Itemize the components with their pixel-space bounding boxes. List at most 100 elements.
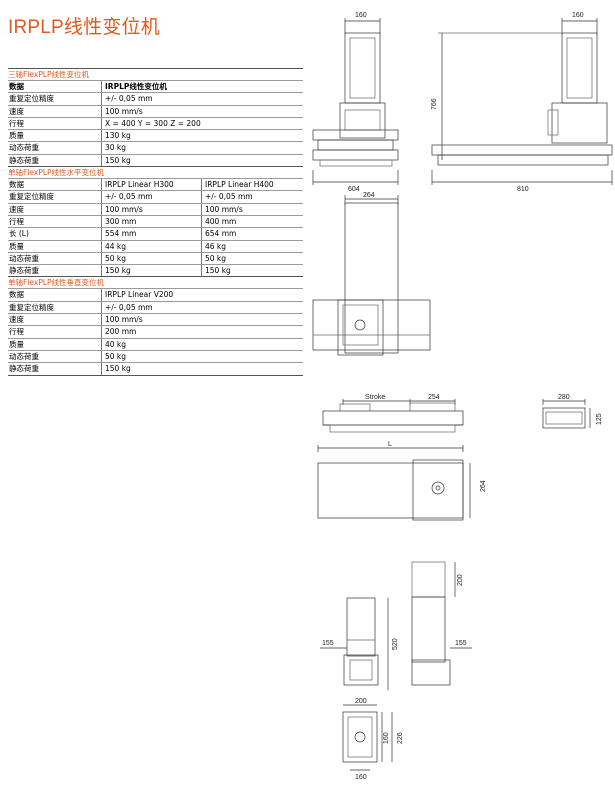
table-row: 重复定位精度 +/- 0,05 mm+/- 0,05 mm	[8, 190, 303, 203]
drawing-vertical-front	[320, 597, 389, 690]
row-value: 400 mm	[201, 215, 300, 228]
row-key: 数据	[9, 180, 24, 190]
section-title-vertical: 单轴FlexPLP线性垂直变位机	[8, 276, 303, 288]
row-value: 100 mm/s	[101, 314, 295, 326]
table-row: 重复定位精度 +/- 0,05 mm	[8, 300, 303, 314]
row-key: 长 (L)	[9, 229, 29, 239]
drawing-vertical-side	[411, 561, 472, 686]
row-value: 30 kg	[101, 142, 295, 154]
row-value: 40 kg	[101, 338, 295, 350]
drawing-triaxial-side	[431, 18, 613, 185]
row-value: +/- 0,05 mm	[101, 191, 201, 203]
dim-label: L	[388, 441, 392, 448]
row-value: IRPLP Linear H300	[101, 179, 201, 191]
row-value: X = 400 Y = 300 Z = 200	[101, 117, 295, 130]
dim-label: 280	[558, 394, 570, 401]
row-value: IRPLP Linear H400	[201, 179, 300, 191]
row-key: 动态荷重	[9, 143, 39, 153]
row-key: 速度	[9, 204, 24, 214]
dim-label: 254	[428, 394, 440, 401]
drawing-vertical-top	[342, 704, 393, 771]
drawing-triaxial-top	[312, 195, 431, 356]
dim-label: 200	[457, 574, 464, 586]
table-row: 质量 130 kg	[8, 129, 303, 142]
row-value: IRPLP Linear V200	[101, 289, 295, 301]
row-key: 重复定位精度	[9, 302, 54, 312]
table-row: 数据 IRPLP Linear V200	[8, 288, 303, 301]
table-row: 动态荷重 30 kg	[8, 141, 303, 154]
table-row: 质量 40 kg	[8, 337, 303, 350]
row-value: 150 kg	[101, 154, 295, 167]
row-key: 速度	[9, 106, 24, 116]
table-row: 重复定位精度 +/- 0,05 mm	[8, 92, 303, 105]
row-key: 质量	[9, 339, 24, 349]
dim-label: 155	[455, 640, 467, 647]
row-key: 动态荷重	[9, 351, 39, 361]
row-value: 50 kg	[101, 350, 295, 363]
row-key: 行程	[9, 118, 24, 128]
dim-label: 810	[517, 186, 529, 193]
row-key: 重复定位精度	[9, 192, 54, 202]
row-key: 重复定位精度	[9, 94, 54, 104]
row-value: 50 kg	[201, 252, 300, 265]
dim-label: 160	[572, 12, 584, 19]
row-value: 200 mm	[101, 326, 295, 338]
row-value: 100 mm/s	[101, 105, 295, 117]
row-value: 50 kg	[101, 252, 201, 265]
row-key: 行程	[9, 327, 24, 337]
row-value: +/- 0,05 mm	[101, 301, 295, 314]
row-key: 静态荷重	[9, 155, 39, 165]
table-row: 速度 100 mm/s	[8, 104, 303, 117]
row-key: 静态荷重	[9, 266, 39, 276]
dim-label: 160	[355, 12, 367, 19]
row-value: 130 kg	[101, 130, 295, 142]
table-row: 静态荷重 150 kg	[8, 153, 303, 167]
row-key: 数据	[9, 290, 24, 300]
dim-label: 520	[392, 638, 399, 650]
row-value: +/- 0,05 mm	[201, 191, 300, 203]
row-value: 554 mm	[101, 228, 201, 240]
section-title-horizontal: 单轴FlexPLP线性水平变位机	[8, 166, 303, 178]
dim-label: 155	[322, 640, 334, 647]
row-key: 静态荷重	[9, 364, 39, 374]
dim-label: 604	[348, 186, 360, 193]
dim-label: 264	[480, 480, 487, 492]
page-title: IRPLP线性变位机	[8, 17, 160, 38]
row-value: 150 kg	[101, 265, 201, 277]
dim-label: 264	[363, 192, 375, 199]
table-row: 数据 IRPLP线性变位机	[8, 80, 303, 93]
table-row: 行程 200 mm	[8, 325, 303, 338]
table-row: 动态荷重 50 kg	[8, 349, 303, 363]
row-value: IRPLP线性变位机	[101, 81, 295, 93]
row-key: 数据	[9, 82, 24, 91]
table-row: 速度 100 mm/s	[8, 313, 303, 326]
drawing-horizontal-side	[322, 399, 464, 433]
row-value: 300 mm	[101, 215, 201, 228]
row-key: 速度	[9, 315, 24, 325]
table-row: 行程 X = 400 Y = 300 Z = 200	[8, 116, 303, 130]
row-key: 质量	[9, 241, 24, 251]
drawing-triaxial-front	[312, 18, 399, 185]
row-key: 动态荷重	[9, 253, 39, 263]
row-value: 46 kg	[201, 240, 300, 252]
row-value: 150 kg	[201, 265, 300, 277]
row-key: 行程	[9, 216, 24, 226]
drawing-horizontal-top	[317, 445, 471, 521]
dim-label: 160	[383, 732, 390, 744]
dim-label: 200	[355, 698, 367, 705]
row-value: +/- 0,05 mm	[101, 93, 295, 105]
row-key: 质量	[9, 131, 24, 141]
dim-label: Stroke	[365, 394, 385, 401]
dim-label: 160	[355, 774, 367, 781]
row-value: 100 mm/s	[101, 203, 201, 215]
row-value: 150 kg	[101, 363, 295, 375]
